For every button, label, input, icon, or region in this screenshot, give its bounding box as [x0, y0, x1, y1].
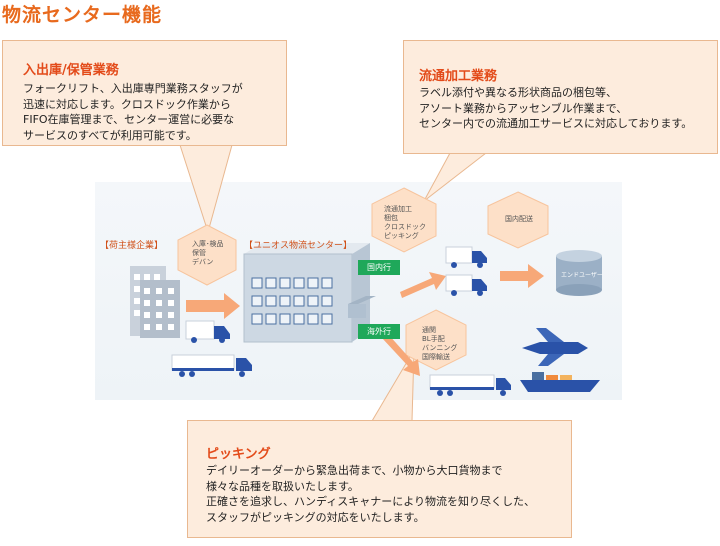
airplane-icon: [522, 328, 588, 366]
inbound-bubble-text: 入庫･検品 保管 デバン: [192, 240, 224, 266]
domestic-arrow-icon: [400, 272, 446, 298]
logistics-center-building-icon: [243, 243, 376, 343]
storage-callout-pointer: [179, 144, 233, 234]
center-label: 【ユニオス物流センター】: [244, 241, 353, 251]
storage-callout-body: フォークリフト、入出庫専門業務スタッフが 迅速に対応します。クロスドック作業から…: [23, 82, 243, 142]
processing-callout-body: ラベル添付や異なる形状商品の梱包等、 アソート業務からアッセンブル作業まで、 セ…: [419, 86, 693, 130]
domestic-delivery-bubble-text: 国内配送: [505, 215, 533, 223]
picking-callout-title: ピッキング: [206, 447, 271, 462]
processing-bubble-text: 流通加工 梱包 クロスドック ピッキング: [384, 205, 426, 240]
storage-callout-title: 入出庫/保管業務: [23, 63, 119, 78]
processing-callout-title: 流通加工業務: [419, 69, 498, 84]
small-truck-icon: [185, 320, 230, 343]
overseas-bubble-shape: [405, 309, 467, 371]
processing-callout-pointer: [423, 152, 488, 202]
processing-bubble-shape: [371, 187, 437, 253]
end-user-label: エンドユーザー: [561, 272, 603, 279]
shipper-building-icon: [130, 266, 180, 338]
cargo-ship-icon: [520, 372, 600, 392]
page-title: 物流センター機能: [2, 4, 163, 26]
shipper-label: 【荷主様企業】: [100, 241, 164, 251]
inbound-arrow-icon: [186, 293, 240, 319]
export-trailer-icon: [429, 374, 511, 396]
processing-callout: 流通加工業務 ラベル添付や異なる形状商品の梱包等、 アソート業務からアッセンブル…: [403, 40, 718, 154]
trailer-truck-icon: [171, 354, 252, 377]
overseas-tag: 海外行: [358, 324, 400, 339]
end-user-cylinder-icon: [556, 250, 602, 296]
overseas-bubble-text: 通関 BL手配 バンニング 国際輸送: [422, 326, 458, 361]
domestic-truck-icon: [445, 274, 487, 296]
storage-callout: 入出庫/保管業務 フォークリフト、入出庫専門業務スタッフが 迅速に対応します。ク…: [2, 40, 287, 146]
picking-callout-body: デイリーオーダーから緊急出荷まで、小物から大口貨物まで 様々な品種を取扱いたしま…: [206, 464, 536, 524]
picking-callout: ピッキング デイリーオーダーから緊急出荷まで、小物から大口貨物まで 様々な品種を…: [187, 420, 572, 538]
domestic-truck-icon: [445, 246, 487, 268]
domestic-bubble-shape: [487, 191, 549, 249]
inbound-bubble-shape: [177, 224, 237, 286]
delivery-arrow-icon: [500, 264, 544, 288]
domestic-tag: 国内行: [358, 260, 400, 275]
overseas-arrow-icon: [382, 334, 420, 376]
